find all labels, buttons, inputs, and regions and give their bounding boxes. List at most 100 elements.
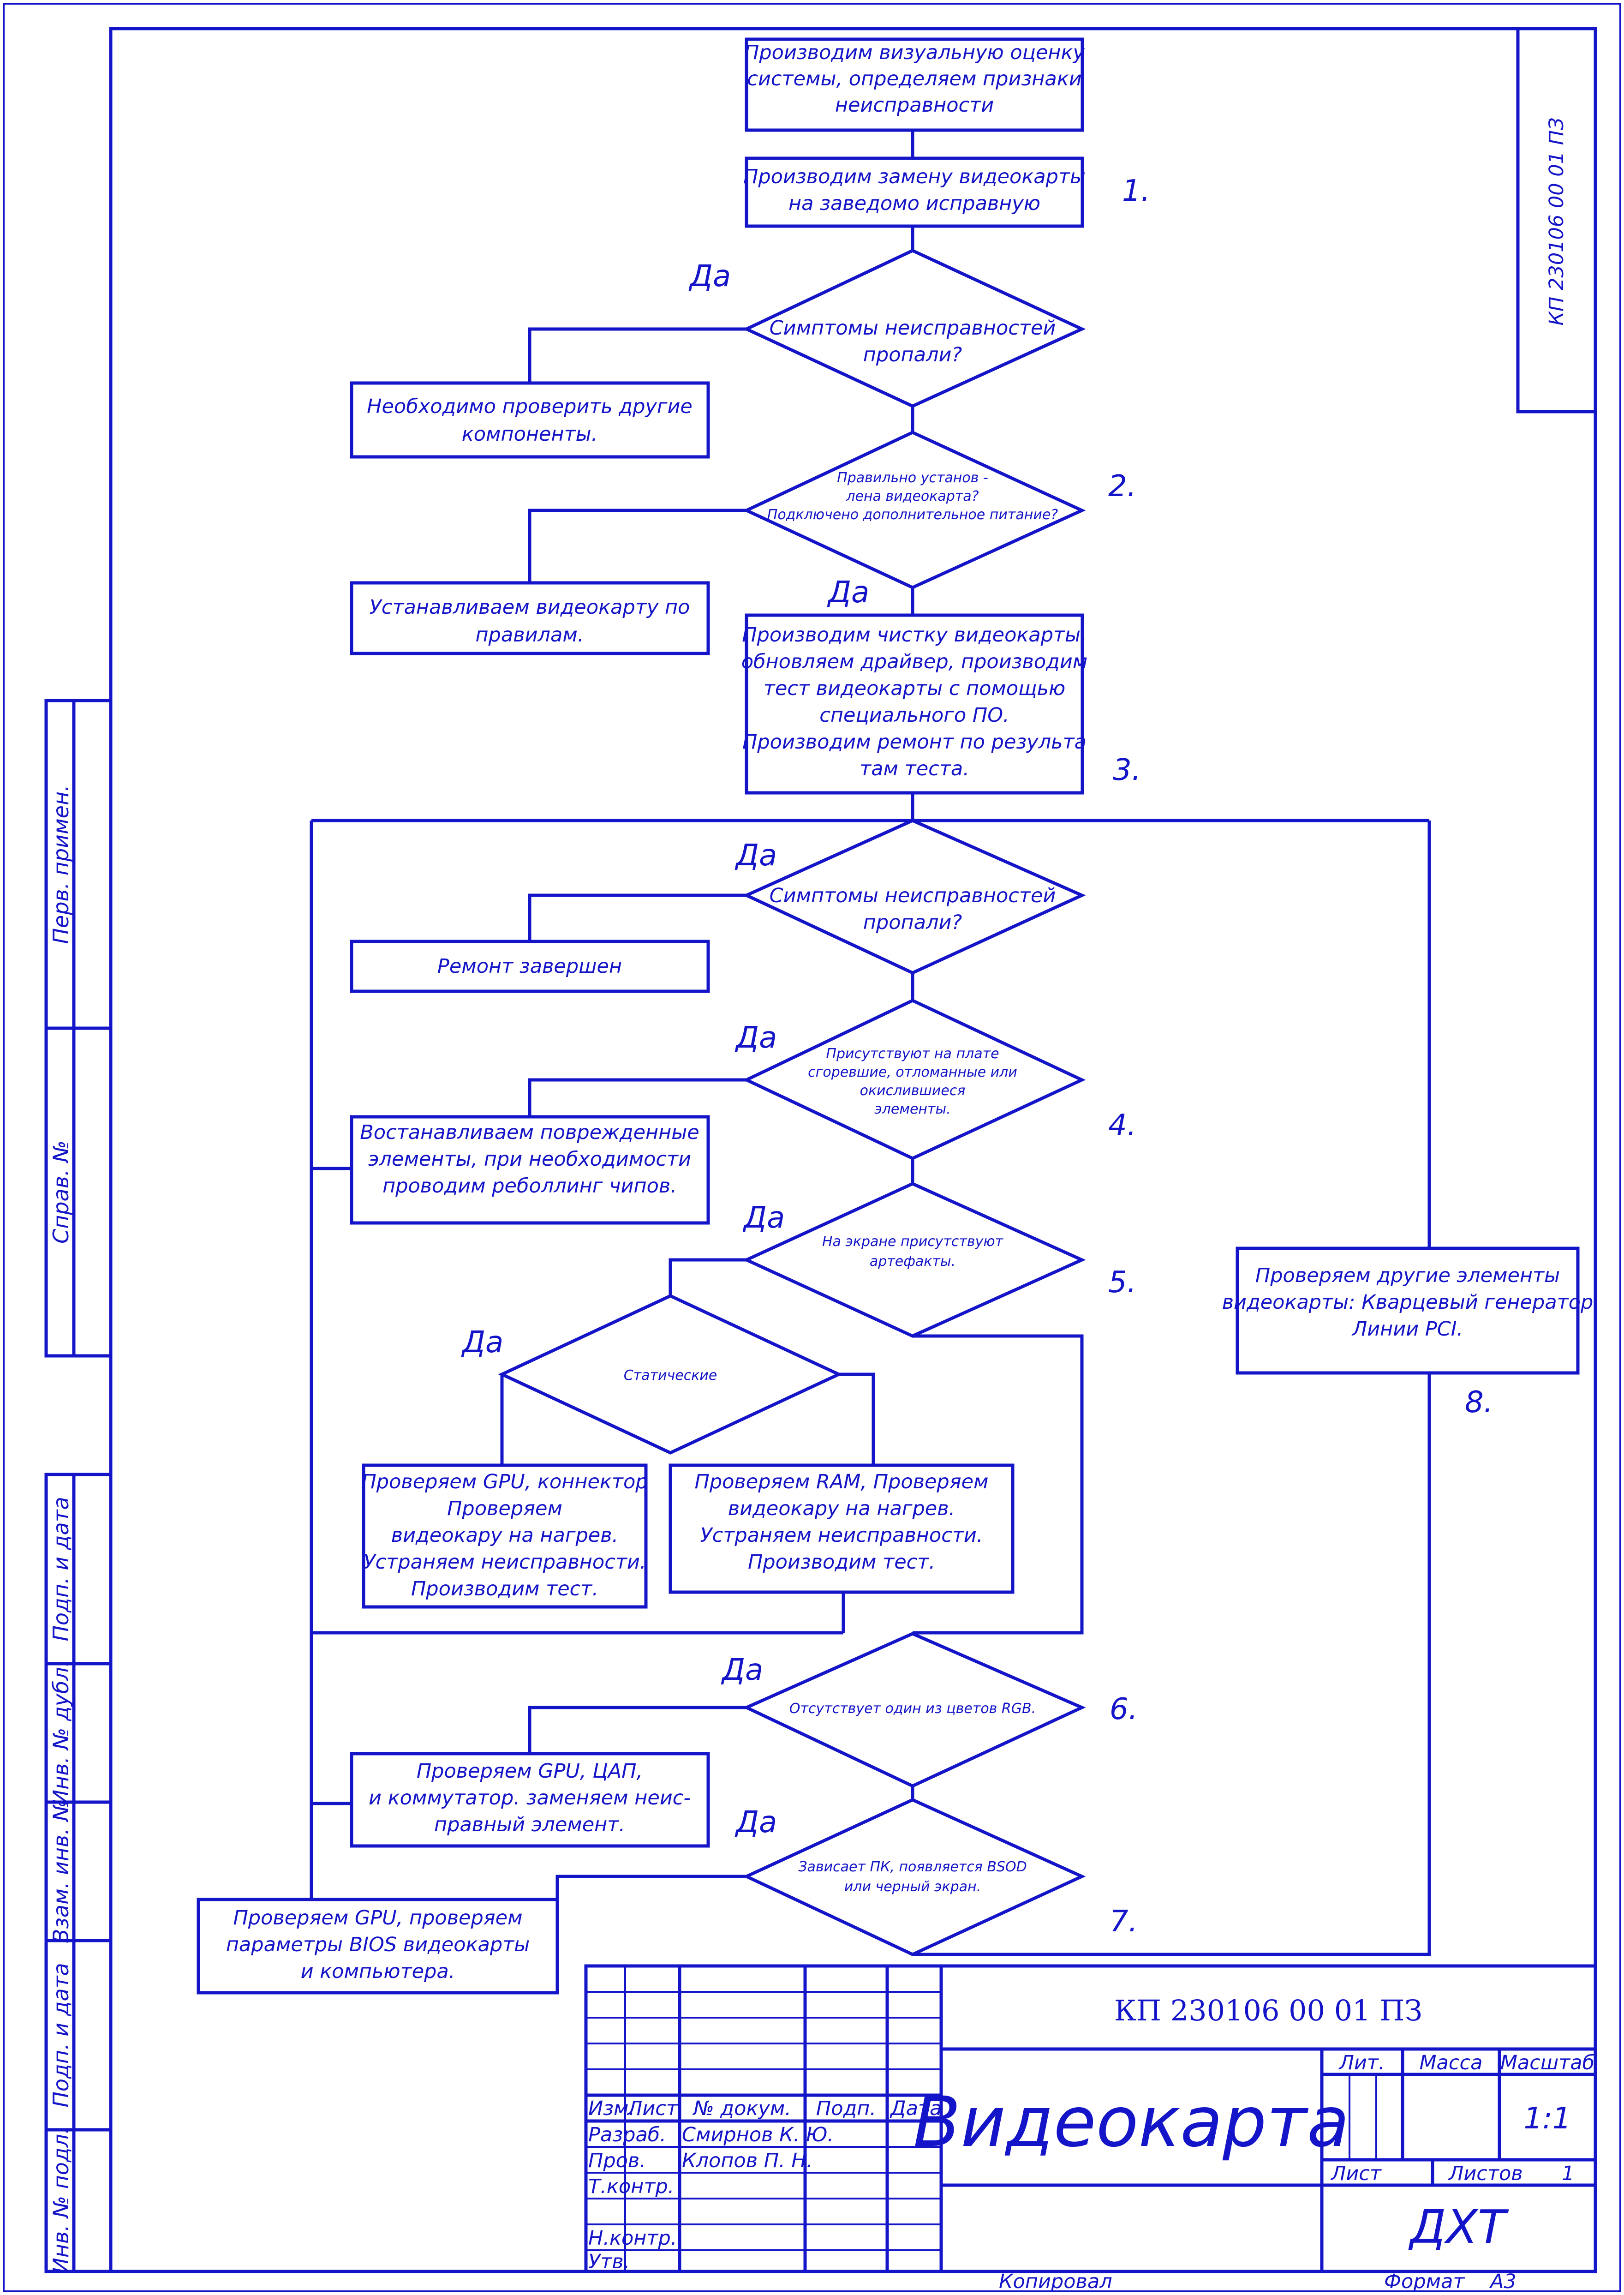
decision-rgb-missing: Отсутствует один из цветов RGB. <box>742 1632 1086 1788</box>
box-check-other-elements: Проверяем другие элементы видеокарты: Кв… <box>1222 1246 1594 1375</box>
footer-copied: Копировал <box>999 2270 1112 2293</box>
label-mass: Масса <box>1419 2051 1482 2074</box>
svg-text:Устраняем неисправности.: Устраняем неисправности. <box>363 1551 646 1574</box>
svg-text:Устанавливаем видеокарту по: Устанавливаем видеокарту по <box>370 596 690 619</box>
svg-text:неисправности: неисправности <box>835 94 994 117</box>
svg-text:и компьютера.: и компьютера. <box>301 1960 455 1983</box>
box-check-bios: Проверяем GPU, проверяем параметры BIOS … <box>197 1898 559 1995</box>
svg-text:Устраняем неисправности.: Устраняем неисправности. <box>700 1524 983 1547</box>
decision-hangs-bsod: Зависает ПК, появляется BSOD или черный … <box>742 1798 1086 1956</box>
step-number-8: 8. <box>1465 1385 1493 1420</box>
sheet-outer-border <box>3 3 1621 2292</box>
svg-text:Проверяем GPU, ЦАП,: Проверяем GPU, ЦАП, <box>417 1760 643 1783</box>
box-restore-elements: Востанавливаем поврежденные элементы, пр… <box>350 1115 710 1225</box>
top-stamp-code: КП 230106 00 01 ПЗ <box>1545 117 1568 325</box>
role-developer: Разраб. <box>588 2123 666 2146</box>
svg-text:элементы, при необходимости: элементы, при необходимости <box>368 1148 691 1171</box>
step-number-5: 5. <box>1108 1265 1136 1300</box>
svg-text:Востанавливаем поврежденные: Востанавливаем поврежденные <box>360 1121 699 1144</box>
yes-label-7: Да <box>721 1653 763 1687</box>
box-check-gpu-connector: Проверяем GPU, коннектор Проверяем видео… <box>361 1463 648 1609</box>
box-check-other: Необходимо проверить другие компоненты. <box>350 381 710 459</box>
role-norm-control: Н.контр. <box>588 2227 677 2250</box>
svg-text:Производим визуальную оценку: Производим визуальную оценку <box>744 41 1085 64</box>
top-stamp-box <box>1516 27 1597 413</box>
title-designation: КП 230106 00 01 ПЗ <box>1114 1994 1422 2027</box>
left-side-stamp: Перв. примен. Справ. № Подп. и дата Инв.… <box>44 699 113 2274</box>
svg-text:видеокару на нагрев.: видеокару на нагрев. <box>391 1524 618 1547</box>
product-name: Видеокарта <box>913 2082 1349 2163</box>
svg-text:правилам.: правилам. <box>476 623 584 647</box>
svg-text:Проверяем: Проверяем <box>447 1497 562 1520</box>
yes-label-4: Да <box>734 1021 777 1055</box>
yes-label-6: Да <box>461 1325 503 1360</box>
role-tech-control: Т.контр. <box>588 2175 674 2198</box>
svg-text:правный элемент.: правный элемент. <box>434 1813 625 1836</box>
yes-label-3: Да <box>734 839 777 873</box>
name-developer: Смирнов К. Ю. <box>682 2123 834 2146</box>
svg-text:окислившиеся: окислившиеся <box>860 1083 966 1099</box>
svg-text:пропали?: пропали? <box>863 343 962 366</box>
yes-label-5: Да <box>742 1201 785 1235</box>
svg-text:Проверяем GPU, коннектор: Проверяем GPU, коннектор <box>361 1470 648 1493</box>
svg-text:пропали?: пропали? <box>863 911 962 934</box>
col-header-date: Дата <box>890 2097 942 2120</box>
svg-text:специального ПО.: специального ПО. <box>819 704 1009 727</box>
svg-text:лена видеокарта?: лена видеокарта? <box>846 488 979 504</box>
svg-text:Зависает ПК, появляется BSOD: Зависает ПК, появляется BSOD <box>798 1859 1027 1875</box>
col-header-izm: Изм. <box>588 2097 635 2120</box>
label-scale: Масштаб <box>1500 2051 1594 2074</box>
svg-text:системы, определяем признаки: системы, определяем признаки <box>747 67 1081 90</box>
footer-format-label: Формат <box>1384 2270 1465 2293</box>
svg-text:Правильно установ -: Правильно установ - <box>837 470 988 486</box>
box-repair-done: Ремонт завершен <box>350 940 710 993</box>
decision-artifacts: На экране присутствуют артефакты. <box>742 1182 1086 1338</box>
svg-text:Необходимо проверить другие: Необходимо проверить другие <box>367 395 693 418</box>
svg-text:Проверяем RAM, Проверяем: Проверяем RAM, Проверяем <box>695 1470 989 1493</box>
svg-text:Производим ремонт по результа: Производим ремонт по результа <box>742 731 1087 754</box>
flow-connectors <box>198 130 1431 1956</box>
box-replace-card: Производим замену видеокарты на заведомо… <box>743 156 1086 228</box>
role-checker: Пров. <box>588 2149 646 2172</box>
svg-text:на заведомо исправную: на заведомо исправную <box>788 192 1040 215</box>
side-label-1: Справ. № <box>48 1140 73 1244</box>
svg-text:артефакты.: артефакты. <box>870 1253 955 1270</box>
svg-text:обновляем драйвер, производим: обновляем драйвер, производим <box>741 650 1088 673</box>
box-install-card: Устанавливаем видеокарту по правилам. <box>350 581 710 655</box>
svg-text:тест видеокарты с помощью: тест видеокарты с помощью <box>764 677 1065 700</box>
step-number-1: 1. <box>1122 174 1150 208</box>
side-label-0: Перв. примен. <box>48 785 73 944</box>
svg-text:Проверяем GPU, проверяем: Проверяем GPU, проверяем <box>233 1906 522 1929</box>
step-number-2: 2. <box>1108 469 1136 503</box>
label-sheets: Листов <box>1448 2162 1523 2185</box>
decision-symptoms-gone-2: Симптомы неисправностей пропали? <box>742 819 1086 975</box>
svg-text:Статические: Статические <box>624 1367 717 1384</box>
decision-symptoms-gone-1: Симптомы неисправностей пропали? <box>742 249 1086 408</box>
decision-burnt-elements: Присутствуют на плате сгоревшие, отломан… <box>742 999 1086 1160</box>
svg-text:или черный экран.: или черный экран. <box>844 1879 981 1895</box>
side-label-3: Инв. № дубл. <box>48 1660 73 1806</box>
svg-text:Симптомы неисправностей: Симптомы неисправностей <box>770 317 1056 340</box>
title-block <box>584 1964 1597 2273</box>
side-label-4: Взам. инв. № <box>48 1799 73 1943</box>
svg-text:Проверяем другие элементы: Проверяем другие элементы <box>1255 1264 1560 1287</box>
box-check-ram: Проверяем RAM, Проверяем видеокару на на… <box>669 1463 1015 1594</box>
col-header-list: Лист <box>627 2097 679 2120</box>
decision-installed-correctly: Правильно установ - лена видеокарта? Под… <box>742 431 1086 589</box>
side-label-2: Подп. и дата <box>48 1497 73 1641</box>
svg-text:Производим тест.: Производим тест. <box>748 1551 935 1574</box>
organization: ДХТ <box>1408 2200 1509 2254</box>
yes-label-2: Да <box>827 575 869 610</box>
svg-text:компоненты.: компоненты. <box>462 423 598 446</box>
name-checker: Клопов П. Н. <box>682 2149 812 2172</box>
svg-text:На экране присутствуют: На экране присутствуют <box>822 1234 1004 1250</box>
label-sheet: Лист <box>1330 2162 1382 2185</box>
side-label-5: Подп. и дата <box>48 1963 73 2107</box>
svg-text:Линии PCI.: Линии PCI. <box>1351 1318 1463 1341</box>
step-number-4: 4. <box>1108 1109 1136 1143</box>
scale-value: 1:1 <box>1524 2102 1571 2136</box>
svg-text:видеокарты: Кварцевый генерато: видеокарты: Кварцевый генератор <box>1222 1291 1594 1314</box>
svg-text:Симптомы неисправностей: Симптомы неисправностей <box>770 884 1056 907</box>
svg-text:Отсутствует один из цветов RGB: Отсутствует один из цветов RGB. <box>789 1701 1036 1717</box>
